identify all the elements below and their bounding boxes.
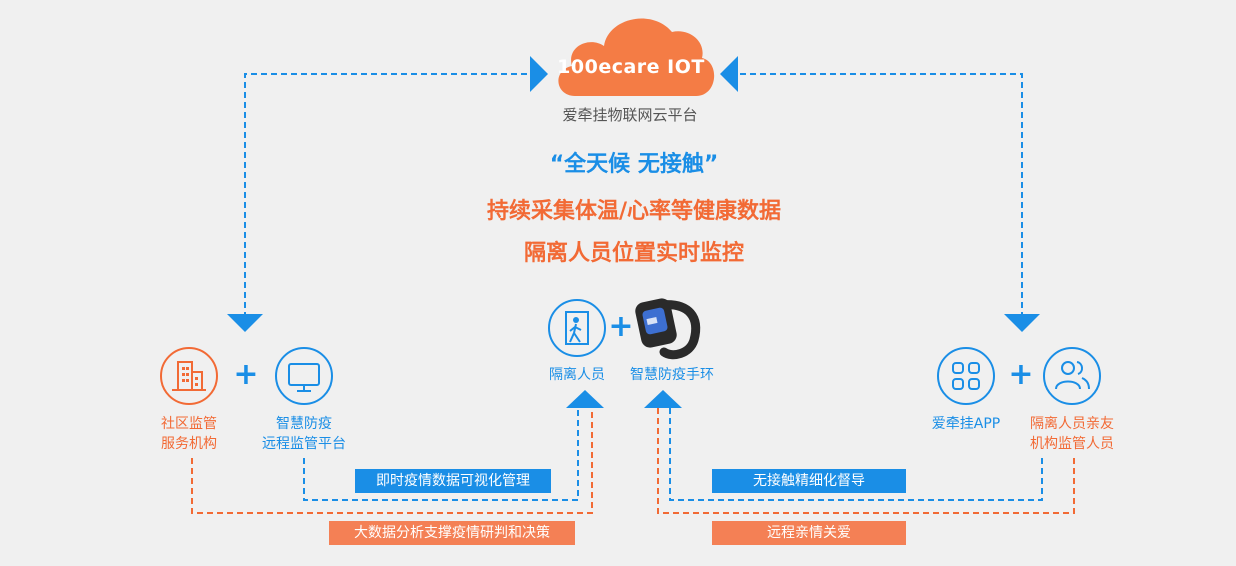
arrow-up-wristband — [644, 390, 682, 408]
wristband-label: 智慧防疫手环 — [630, 367, 714, 383]
slogan-line-2: 持续采集体温/心率等健康数据 — [486, 199, 782, 224]
exit-door-person-icon — [548, 299, 606, 357]
smart-watch-icon — [635, 298, 701, 360]
cloud-title: 100ecare ⅠOT — [557, 56, 705, 78]
arrow-heads-top — [227, 56, 1040, 332]
remote-label-line-1: 智慧防疫 — [276, 416, 332, 432]
platform-name: 爱牵挂物联网云平台 — [562, 106, 698, 124]
arrow-right-to-cloud — [530, 56, 548, 92]
bottom-links — [191, 406, 1075, 514]
relatives-label: 隔离人员亲友 机构监管人员 — [1014, 414, 1130, 454]
arrow-down-right — [1004, 314, 1040, 332]
relatives-label-line-1: 隔离人员亲友 — [1030, 416, 1114, 432]
people-icon — [1043, 347, 1101, 405]
community-label-line-2: 服务机构 — [161, 436, 217, 452]
arrow-down-left — [227, 314, 263, 332]
banner-contactless-supervision: 无接触精细化督导 — [712, 469, 906, 493]
building-icon — [160, 347, 218, 405]
slogan-line-1: “全天候 无接触” — [549, 152, 719, 177]
community-label-line-1: 社区监管 — [161, 416, 217, 432]
slogan-line-3: 隔离人员位置实时监控 — [523, 241, 744, 266]
monitor-icon — [275, 347, 333, 405]
community-label: 社区监管 服务机构 — [139, 414, 239, 454]
plus-sign-left: + — [233, 357, 259, 392]
app-grid-icon — [937, 347, 995, 405]
arrow-heads-bottom — [566, 390, 682, 408]
banner-visual-management: 即时疫情数据可视化管理 — [355, 469, 551, 493]
banner-bigdata-decision: 大数据分析支撑疫情研判和决策 — [329, 521, 575, 545]
arrow-up-isolated — [566, 390, 604, 408]
plus-sign-right: + — [1008, 357, 1034, 392]
remote-platform-label: 智慧防疫 远程监管平台 — [244, 414, 364, 454]
cloud-link-arrows — [244, 73, 1023, 318]
isolated-person-label: 隔离人员 — [549, 367, 605, 383]
plus-sign-center: + — [608, 309, 634, 344]
app-label: 爱牵挂APP — [931, 416, 1001, 432]
arrow-left-to-cloud — [720, 56, 738, 92]
banner-remote-care: 远程亲情关爱 — [712, 521, 906, 545]
relatives-label-line-2: 机构监管人员 — [1030, 436, 1114, 452]
remote-label-line-2: 远程监管平台 — [262, 436, 346, 452]
cloud-icon — [558, 18, 715, 96]
